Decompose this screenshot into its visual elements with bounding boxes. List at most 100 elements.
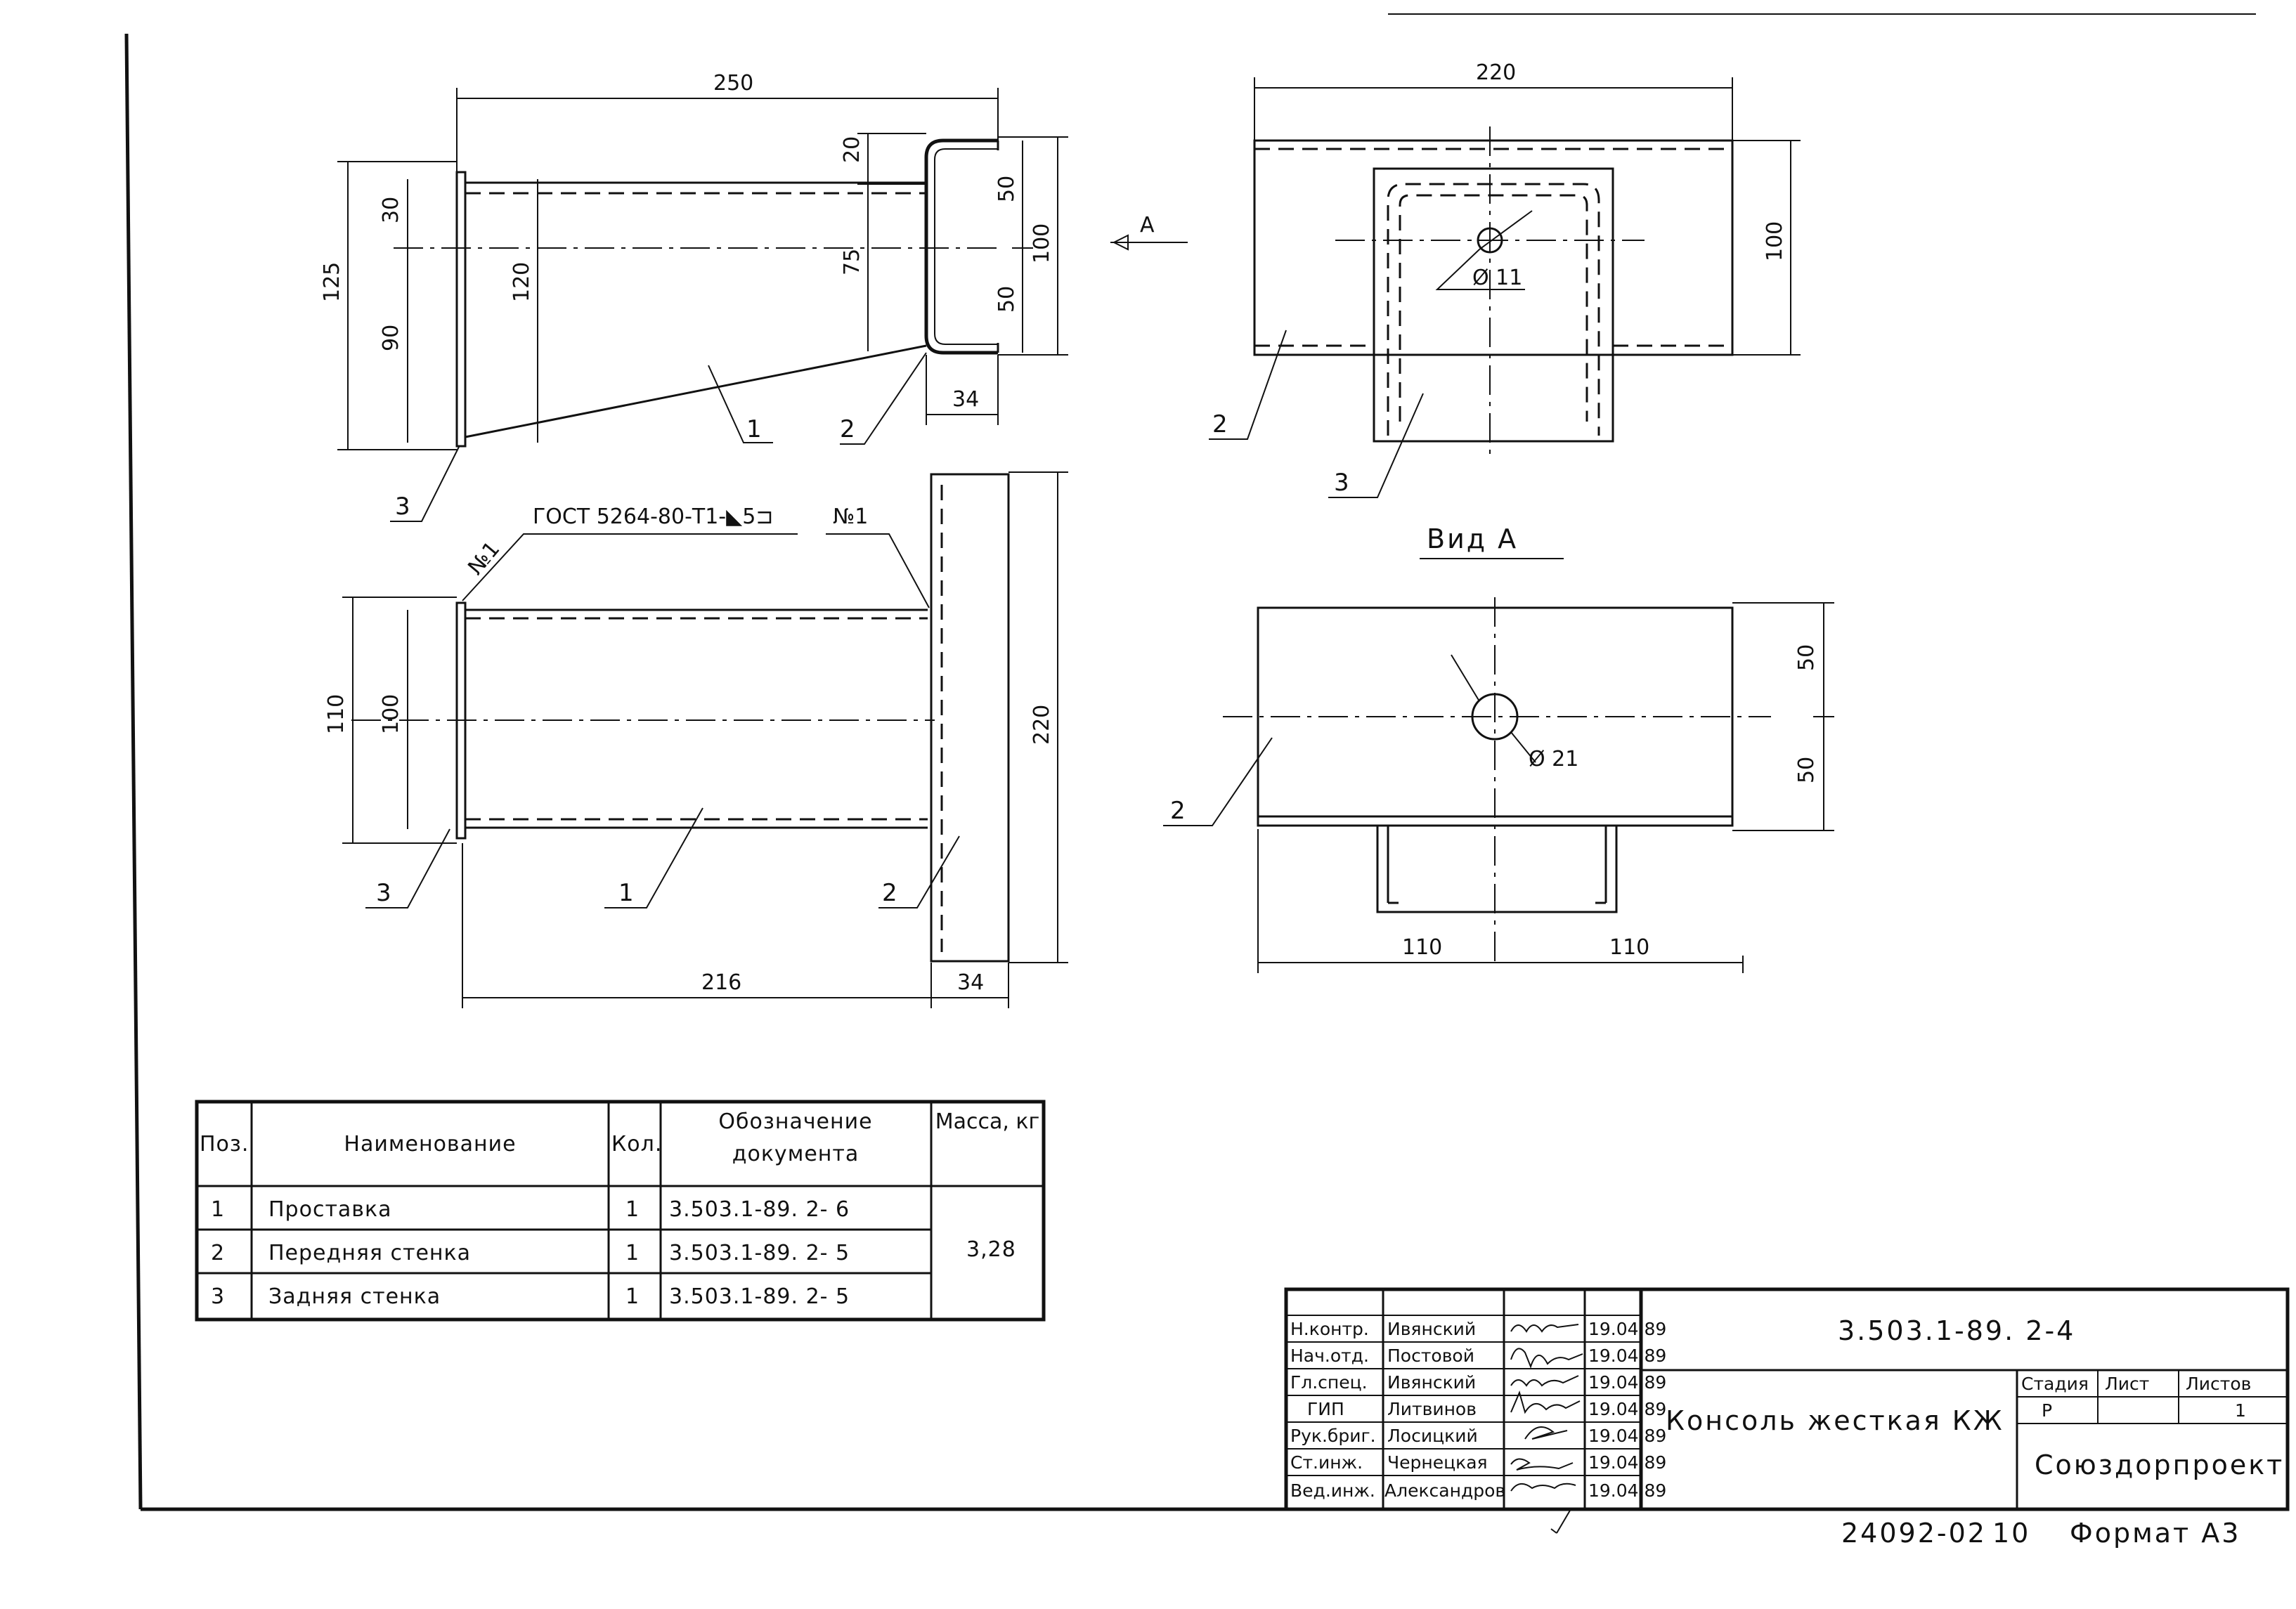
callout-end-2: 2 [1212,410,1228,438]
dim-side-75: 75 [840,249,864,275]
row1-qty: 1 [625,1197,640,1222]
callout-side-1: 1 [746,415,762,443]
dim-top-34: 34 [957,970,984,995]
row1-name: Проставка [268,1197,392,1222]
row1-doc: 3.503.1-89. 2- 6 [669,1197,850,1222]
weld-mark-right: №1 [833,504,868,529]
drawing-title: Консоль жесткая КЖ [1666,1405,2004,1436]
sig-role-2: Нач.отд. [1290,1346,1369,1366]
sig-date-1: 19.04.89 [1588,1319,1666,1339]
sig-date-3: 19.04.89 [1588,1372,1666,1393]
dim-side-90: 90 [379,325,403,351]
callout-viewa-2: 2 [1170,797,1186,825]
row1-pos: 1 [211,1197,225,1222]
sig-date-6: 19.04.89 [1588,1452,1666,1473]
dim-top-216: 216 [701,970,741,995]
sheets-value: 1 [2235,1400,2246,1421]
row2-qty: 1 [625,1241,640,1265]
signature-marks [1510,1324,1583,1534]
table-row: 2 Передняя стенка 1 3.503.1-89. 2- 5 [211,1241,850,1265]
end-view: Ø 11 220 100 2 3 [1209,60,1801,498]
dim-viewa-110-right: 110 [1609,935,1649,960]
dim-side-50-bottom: 50 [994,286,1019,313]
row2-pos: 2 [211,1241,225,1265]
dim-side-250: 250 [713,71,753,96]
dim-viewa-50-top: 50 [1794,644,1819,671]
callout-top-2: 2 [882,879,897,907]
side-view: 250 125 30 90 120 20 75 50 50 100 34 1 [320,71,1068,522]
col-header-qty: Кол. [611,1132,662,1157]
row2-doc: 3.503.1-89. 2- 5 [669,1241,850,1265]
col-header-mass: Масса, кг [935,1109,1040,1134]
dim-end-100: 100 [1763,221,1787,261]
callout-side-2: 2 [840,415,855,443]
sig-role-5: Рук.бриг. [1290,1426,1376,1446]
callout-top-1: 1 [618,879,634,907]
col-header-doc: Обозначение документа [718,1109,873,1166]
row3-doc: 3.503.1-89. 2- 5 [669,1284,850,1309]
dim-side-50-top: 50 [994,176,1019,202]
dim-side-125: 125 [320,262,344,302]
sig-date-5: 19.04.89 [1588,1426,1666,1446]
top-view: ГОСТ 5264-80-Т1-◣5⊐ №1 №1 110 100 220 21… [324,471,1068,1008]
dim-top-100: 100 [379,694,403,734]
title-block: Н.контр. Ивянский 19.04.89 Нач.отд. Пост… [1284,1287,2290,1534]
dim-side-100: 100 [1030,223,1054,263]
sheets-label: Листов [2186,1374,2251,1394]
dim-end-220: 220 [1476,60,1516,85]
row2-name: Передняя стенка [268,1241,471,1265]
dim-side-30: 30 [379,197,403,223]
table-row: 3 Задняя стенка 1 3.503.1-89. 2- 5 [211,1284,850,1309]
sig-date-7: 19.04.89 [1588,1480,1666,1501]
sig-name-7: Александров [1384,1480,1505,1501]
sig-name-4: Литвинов [1387,1399,1477,1419]
callout-top-3: 3 [376,879,391,907]
col-header-name: Наименование [344,1132,516,1157]
section-label-a: А [1140,213,1155,237]
spec-table: Поз. Наименование Кол. Обозначение докум… [195,1100,1046,1322]
sig-name-3: Ивянский [1387,1372,1476,1393]
dim-viewa-110-left: 110 [1402,935,1442,960]
sig-date-2: 19.04.89 [1588,1346,1666,1366]
dim-top-220: 220 [1030,705,1054,745]
dim-side-20: 20 [840,136,864,163]
sig-role-6: Ст.инж. [1290,1452,1363,1473]
stage-value: Р [2042,1400,2052,1421]
archive-number: 24092-02 [1841,1518,1987,1549]
row3-qty: 1 [625,1284,640,1309]
sheet-frame [124,13,2288,1511]
format-label: Формат А3 [2070,1518,2240,1549]
callout-side-3: 3 [395,493,410,521]
doc-code: 3.503.1-89. 2-4 [1838,1315,2075,1346]
dim-side-120: 120 [510,262,534,302]
sig-role-1: Н.контр. [1290,1319,1369,1339]
sig-role-4: ГИП [1307,1399,1344,1419]
sig-date-4: 19.04.89 [1588,1399,1666,1419]
dim-viewa-d21: Ø 21 [1529,747,1578,771]
sig-role-3: Гл.спец. [1290,1372,1368,1393]
section-arrow-a: А [1110,213,1188,251]
dim-viewa-50-bottom: 50 [1794,757,1819,783]
view-a-caption: Вид А [1427,523,1518,554]
page-number: 10 [1992,1518,2030,1549]
sig-name-6: Чернецкая [1387,1452,1488,1473]
sheet-label: Лист [2105,1374,2149,1394]
stage-label: Стадия [2021,1374,2089,1394]
row3-name: Задняя стенка [268,1284,441,1309]
dim-end-d11: Ø 11 [1472,266,1522,290]
sig-name-1: Ивянский [1387,1319,1476,1339]
col-header-pos: Поз. [200,1132,249,1157]
sig-name-5: Лосицкий [1387,1426,1478,1446]
dim-top-110: 110 [324,694,349,734]
row3-pos: 3 [211,1284,225,1309]
view-a: Вид А Ø 21 50 50 110 110 2 [1163,523,1834,973]
weld-note: ГОСТ 5264-80-Т1-◣5⊐ [533,504,773,529]
sheet-footer: 24092-02 10 Формат А3 [1841,1518,2240,1549]
dim-side-34: 34 [952,387,979,412]
table-row: 1 Проставка 1 3.503.1-89. 2- 6 [211,1197,850,1222]
sig-role-7: Вед.инж. [1290,1480,1375,1501]
callout-end-3: 3 [1334,469,1349,497]
organization-name: Союздорпроект [2035,1450,2284,1480]
weld-mark-left: №1 [463,537,505,580]
